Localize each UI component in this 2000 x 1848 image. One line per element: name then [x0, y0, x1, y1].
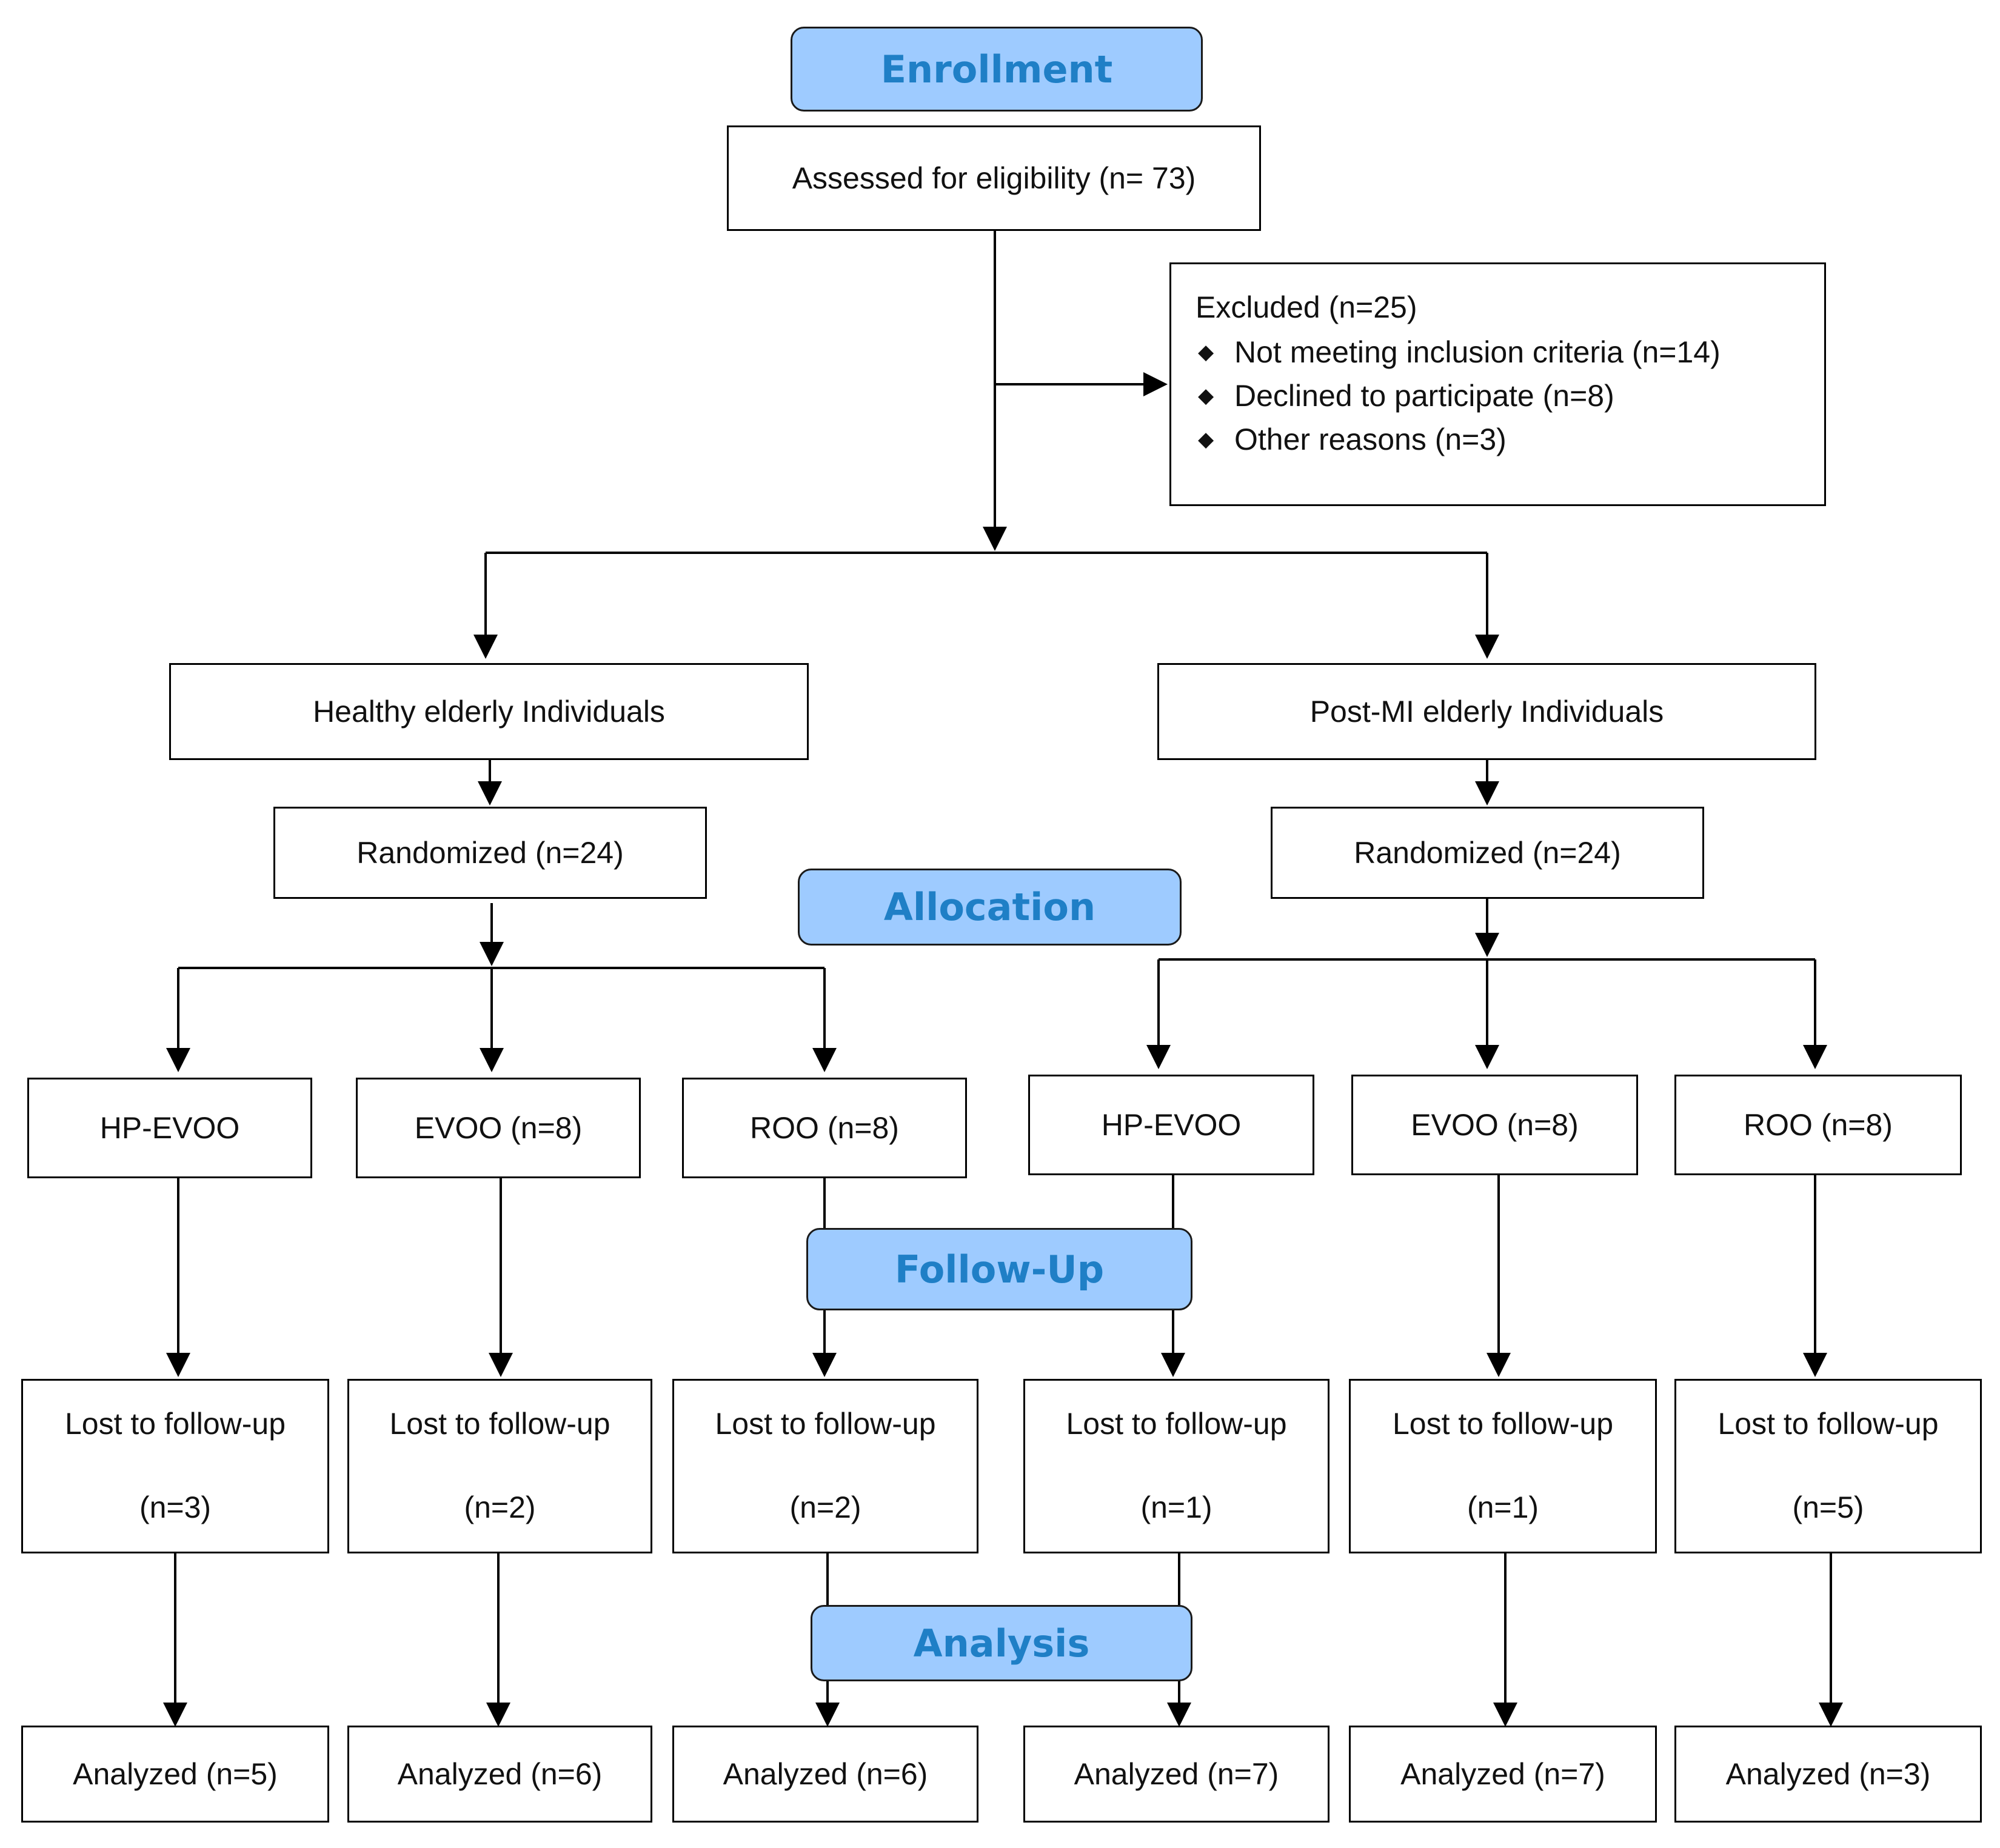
- analyzed-box: Analyzed (n=6): [672, 1726, 978, 1823]
- lost-to-follow-up-box: Lost to follow-up (n=3): [21, 1379, 329, 1553]
- arm-box: ROO (n=8): [1674, 1075, 1962, 1175]
- lost-count: (n=1): [1467, 1490, 1539, 1524]
- excluded-reasons-list: ◆ Not meeting inclusion criteria (n=14) ◆…: [1196, 333, 1824, 458]
- assessed-box: Assessed for eligibility (n= 73): [727, 125, 1261, 231]
- diamond-bullet-icon: ◆: [1198, 341, 1214, 364]
- diamond-bullet-icon: ◆: [1198, 428, 1214, 451]
- lost-count: (n=1): [1140, 1490, 1212, 1524]
- stage-allocation: Allocation: [798, 869, 1182, 946]
- left-randomized-box: Randomized (n=24): [273, 807, 707, 899]
- excluded-title: Excluded (n=25): [1196, 290, 1417, 324]
- lost-label: Lost to follow-up: [1717, 1407, 1939, 1441]
- arm-box: ROO (n=8): [682, 1078, 967, 1178]
- analyzed-box: Analyzed (n=3): [1674, 1726, 1982, 1823]
- diamond-bullet-icon: ◆: [1198, 384, 1214, 407]
- arm-box: HP-EVOO: [1028, 1075, 1314, 1175]
- lost-label: Lost to follow-up: [1392, 1407, 1614, 1441]
- lost-count: (n=5): [1792, 1490, 1864, 1524]
- excluded-reason-text: Other reasons (n=3): [1234, 422, 1507, 456]
- cohort-healthy-box: Healthy elderly Individuals: [169, 663, 809, 760]
- excluded-box: Excluded (n=25) ◆ Not meeting inclusion c…: [1169, 262, 1826, 506]
- lost-count: (n=2): [789, 1490, 861, 1524]
- excluded-reason-text: Declined to participate (n=8): [1234, 379, 1614, 413]
- analyzed-box: Analyzed (n=7): [1023, 1726, 1329, 1823]
- excluded-reason-text: Not meeting inclusion criteria (n=14): [1234, 335, 1721, 369]
- cohort-postmi-box: Post-MI elderly Individuals: [1157, 663, 1816, 760]
- analyzed-box: Analyzed (n=7): [1349, 1726, 1657, 1823]
- lost-count: (n=2): [464, 1490, 536, 1524]
- stage-analysis: Analysis: [811, 1605, 1192, 1681]
- analyzed-box: Analyzed (n=5): [21, 1726, 329, 1823]
- excluded-reason: ◆ Not meeting inclusion criteria (n=14): [1196, 333, 1824, 371]
- excluded-reason: ◆ Declined to participate (n=8): [1196, 377, 1824, 415]
- analyzed-box: Analyzed (n=6): [347, 1726, 652, 1823]
- lost-count: (n=3): [139, 1490, 212, 1524]
- stage-follow-up: Follow-Up: [806, 1228, 1192, 1310]
- lost-label: Lost to follow-up: [64, 1407, 286, 1441]
- arm-box: HP-EVOO: [27, 1078, 312, 1178]
- lost-label: Lost to follow-up: [715, 1407, 936, 1441]
- lost-to-follow-up-box: Lost to follow-up (n=5): [1674, 1379, 1982, 1553]
- lost-label: Lost to follow-up: [1066, 1407, 1287, 1441]
- lost-to-follow-up-box: Lost to follow-up (n=2): [347, 1379, 652, 1553]
- excluded-reason: ◆ Other reasons (n=3): [1196, 421, 1824, 458]
- lost-label: Lost to follow-up: [389, 1407, 610, 1441]
- lost-to-follow-up-box: Lost to follow-up (n=1): [1023, 1379, 1329, 1553]
- arm-box: EVOO (n=8): [1351, 1075, 1638, 1175]
- right-randomized-box: Randomized (n=24): [1271, 807, 1704, 899]
- arm-box: EVOO (n=8): [356, 1078, 641, 1178]
- stage-enrollment: Enrollment: [791, 27, 1203, 112]
- lost-to-follow-up-box: Lost to follow-up (n=1): [1349, 1379, 1657, 1553]
- lost-to-follow-up-box: Lost to follow-up (n=2): [672, 1379, 978, 1553]
